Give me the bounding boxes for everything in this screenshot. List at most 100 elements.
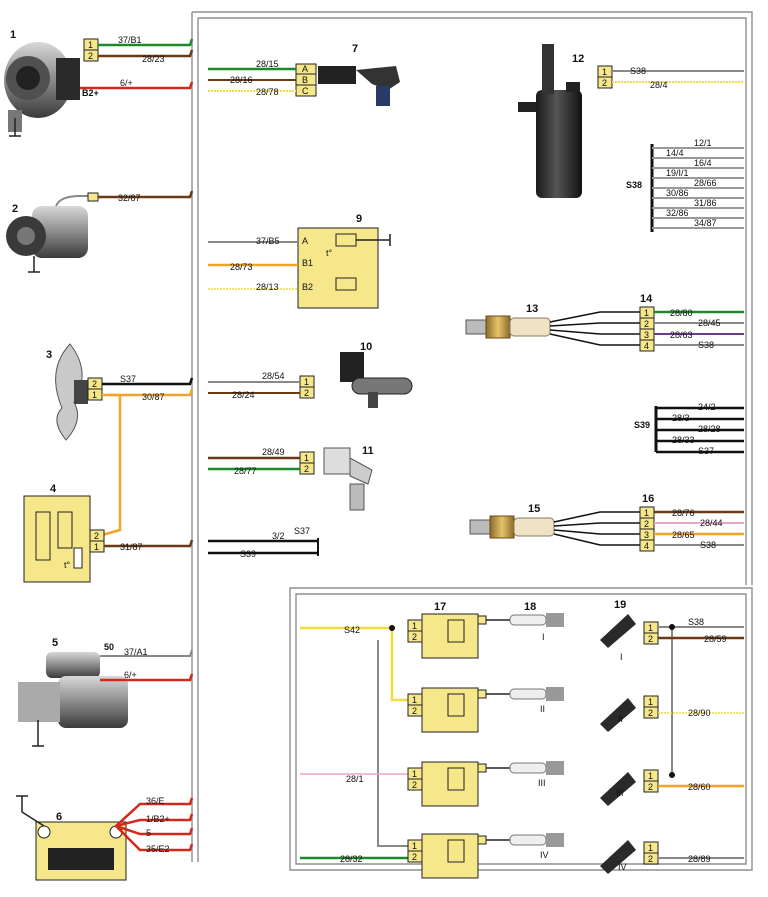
wire-label: 32/87 — [118, 193, 141, 203]
component-11: 11 1 2 28/49 28/77 — [208, 445, 374, 511]
diagram-label: IV — [618, 862, 627, 872]
wire-label: 3/2 — [272, 531, 285, 541]
component-13-number: 13 — [526, 303, 538, 315]
component-16-number: 16 — [642, 493, 654, 505]
diagram-label: S38 — [626, 180, 642, 190]
component-7: 7 A B C 28/15 28/16 28/78 — [208, 43, 400, 106]
component-5-number: 5 — [52, 637, 58, 649]
diagram-label: 1 — [648, 697, 653, 707]
diagram-label: 4 — [644, 541, 649, 551]
spark-plug-icon — [509, 613, 564, 847]
wire-label: 28/90 — [688, 708, 711, 718]
wire-label: 28/4 — [650, 80, 668, 90]
temp-sensor-icon — [297, 227, 379, 309]
diagram-label: 2 — [412, 852, 417, 862]
component-12: 12 1 2 S38 28/4 — [518, 44, 744, 198]
s38-wires — [652, 147, 744, 229]
wire-label: 35/E2 — [146, 844, 170, 854]
component-11-number: 11 — [362, 445, 374, 457]
diagram-label: II — [618, 714, 623, 724]
diagram-label: 1 — [94, 542, 99, 552]
diagram-label: 32/86 — [666, 208, 689, 218]
diagram-label: 28/3 — [672, 413, 690, 423]
wire-label: 28/60 — [688, 782, 711, 792]
diagram-label: 1 — [304, 377, 309, 387]
wire-label: 31/87 — [120, 542, 143, 552]
wire-label: 28/32 — [340, 854, 363, 864]
diagram-label: II — [540, 704, 545, 714]
component-16: 16 1 2 3 4 28/76 28/44 28/65 S38 — [639, 493, 744, 552]
component-3: 3 2 1 S37 30/87 — [46, 343, 194, 537]
map-sensor-icon — [318, 66, 400, 106]
component-1: 1 1 2 B2+ 37/B1 28/23 6/+ — [4, 29, 194, 137]
wire-label: S37 — [120, 374, 136, 384]
wire-label: 28/78 — [256, 87, 279, 97]
diagram-label: 1 — [88, 40, 93, 50]
wire-label: 28/15 — [256, 59, 279, 69]
diagram-label: 1 — [412, 695, 417, 705]
diagram-label: I — [542, 632, 545, 642]
component-17-number: 17 — [434, 601, 446, 613]
temp-symbol: t° — [326, 248, 333, 258]
sensor-15-icon — [469, 515, 555, 539]
diagram-label: 28/28 — [698, 424, 721, 434]
component-19: 19 I II III IV 1 2 1 2 1 2 1 2 S — [600, 599, 744, 874]
diagram-label: 1 — [304, 453, 309, 463]
wire-label: 28/80 — [670, 308, 693, 318]
diagram-label: C — [302, 86, 309, 96]
ignition-module-1: 1 2 — [407, 613, 510, 659]
wire-label: 37/B1 — [118, 35, 142, 45]
component-7-number: 7 — [352, 43, 358, 55]
component-17: 17 S42 28/1 28/32 — [300, 601, 446, 864]
wire-label: 6/+ — [120, 78, 133, 88]
diagram-label: 2 — [644, 319, 649, 329]
diagram-label: III — [616, 788, 624, 798]
diagram-label: 1 — [644, 308, 649, 318]
ac-compressor-icon — [6, 195, 88, 273]
component-5: 5 50 37/A1 6/+ — [18, 637, 194, 747]
wire-label: S42 — [344, 625, 360, 635]
wire-label: 30/87 — [142, 392, 165, 402]
diagram-label: III — [538, 778, 546, 788]
wire-label: 28/23 — [142, 54, 165, 64]
diagram-label: 19/I/1 — [666, 168, 689, 178]
wire-label: 28/45 — [698, 318, 721, 328]
diagram-label: 28/66 — [694, 178, 717, 188]
splice-s38: S38 12/1 14/4 16/4 19/I/1 28/66 30/86 31… — [626, 138, 744, 232]
diagram-label: 2 — [88, 51, 93, 61]
wire-label: 28/49 — [262, 447, 285, 457]
diagram-label: 2 — [648, 634, 653, 644]
diagram-label: 2 — [304, 464, 309, 474]
component-2: 2 32/87 — [6, 190, 194, 273]
component-14-number: 14 — [640, 293, 653, 305]
ground-splice: 3/2 S37 S39 — [208, 526, 319, 559]
diagram-label: 1 — [648, 843, 653, 853]
component-13: 13 — [465, 303, 640, 346]
component-2-number: 2 — [12, 203, 18, 215]
wire-label: 5 — [146, 828, 151, 838]
diagram-label: A — [302, 64, 308, 74]
component-6: 6 36/E 1/B2+ 5 35/E2 — [16, 795, 194, 881]
wire-label: S38 — [630, 66, 646, 76]
wire-label: S37 — [294, 526, 310, 536]
diagram-label: 12/1 — [694, 138, 712, 148]
splice-s39: S39 24/2 28/3 28/28 28/33 S37 — [634, 402, 744, 456]
temp-symbol: t° — [64, 560, 71, 570]
diagram-label: 2 — [644, 519, 649, 529]
diagram-label: 31/86 — [694, 198, 717, 208]
wire-label: 28/73 — [230, 262, 253, 272]
wire-label: 28/77 — [234, 466, 257, 476]
wire-label: 28/63 — [670, 330, 693, 340]
injector-icon — [600, 614, 636, 874]
diagram-label: 2 — [412, 632, 417, 642]
diagram-label: 3 — [644, 530, 649, 540]
diagram-label: 2 — [94, 531, 99, 541]
diagram-label: 34/87 — [694, 218, 717, 228]
wire-label: 28/65 — [672, 530, 695, 540]
component-15: 15 — [469, 503, 640, 546]
thermo-switch-icon — [23, 495, 91, 583]
component-12-number: 12 — [572, 53, 584, 65]
ignition-module-4: 1 2 — [407, 833, 510, 879]
wire-label: 6/+ — [124, 670, 137, 680]
